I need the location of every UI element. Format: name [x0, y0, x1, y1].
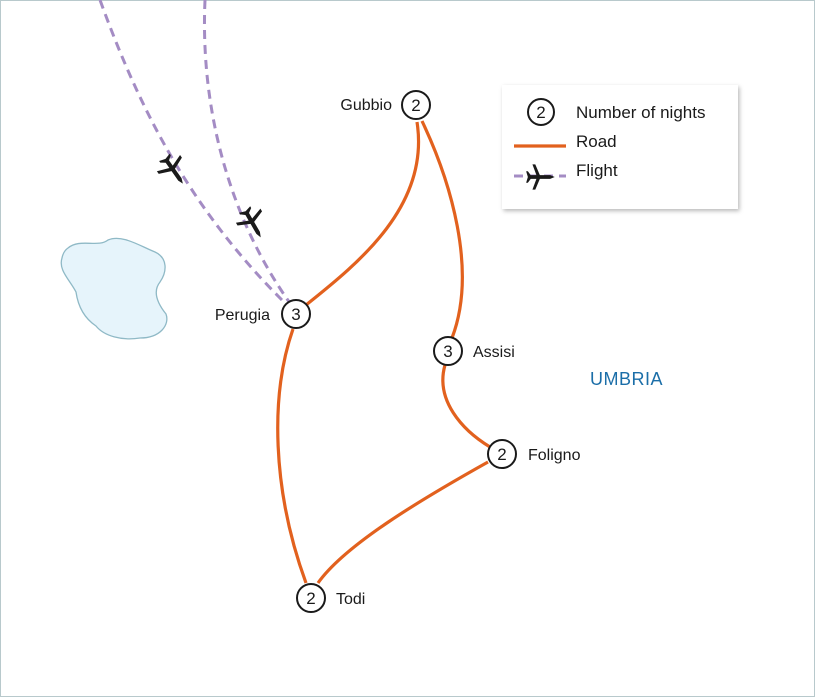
- legend-nights-sample: 2: [536, 103, 545, 122]
- legend-road-label: Road: [576, 132, 617, 151]
- nights-count: 2: [497, 445, 506, 464]
- town-perugia: 3 Perugia: [215, 299, 311, 329]
- town-label: Gubbio: [340, 97, 392, 114]
- legend-flight-label: Flight: [576, 161, 618, 180]
- flight-route-east: [203, 0, 294, 307]
- flight-route-west: [98, 0, 290, 308]
- road-foligno-todi: [316, 460, 489, 584]
- town-label: Foligno: [528, 447, 581, 464]
- legend-nights-label: Number of nights: [576, 103, 705, 122]
- road-assisi-foligno: [441, 364, 491, 449]
- road-gubbio-assisi: [420, 120, 464, 339]
- nights-count: 2: [306, 589, 315, 608]
- nights-count: 2: [411, 96, 420, 115]
- town-assisi: 3 Assisi: [433, 336, 515, 366]
- town-gubbio: 2 Gubbio: [340, 90, 431, 120]
- legend-nights-marker: [527, 98, 555, 126]
- nights-count: 3: [443, 342, 452, 361]
- nights-count: 3: [291, 305, 300, 324]
- town-label: Perugia: [215, 307, 270, 324]
- town-label: Todi: [336, 591, 365, 608]
- road-perugia-gubbio: [305, 121, 421, 307]
- town-todi: 2 Todi: [296, 583, 365, 613]
- legend: 2 Number of nights Road Flight: [502, 85, 738, 209]
- lake: [60, 237, 168, 340]
- region-label: UMBRIA: [590, 369, 663, 389]
- town-label: Assisi: [473, 344, 515, 361]
- town-foligno: 2 Foligno: [487, 439, 581, 469]
- road-todi-perugia: [276, 328, 308, 584]
- airplane-icon: [152, 149, 195, 192]
